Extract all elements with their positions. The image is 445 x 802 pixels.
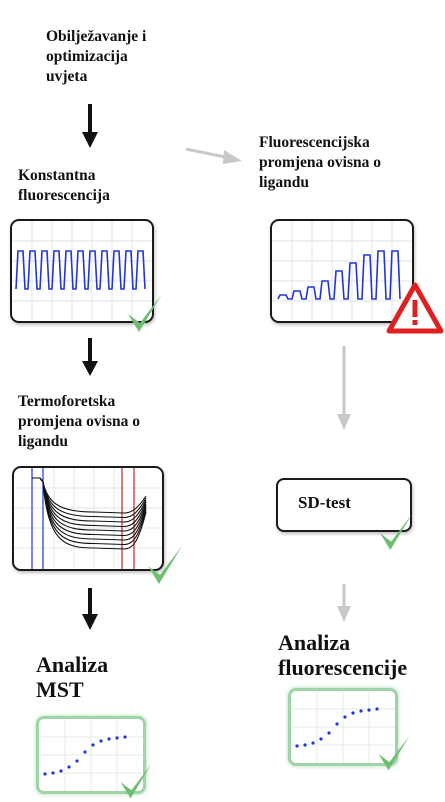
sd-test-label: SD-test [298, 493, 351, 512]
checkmark-icon [379, 514, 413, 551]
checkmark-icon [378, 735, 410, 771]
step-ligand-fluorescence-change-label: Fluorescencijska promjena ovisna o ligan… [259, 134, 382, 191]
fluorescence-binding-curve [291, 691, 395, 763]
sd-test-box: SD-test [276, 478, 412, 532]
constant-fluorescence-panel [10, 219, 154, 323]
ligand-fluorescence-trace [272, 221, 412, 321]
mst-analysis-panel [36, 716, 146, 794]
warning-triangle-icon [386, 282, 444, 334]
fluorescence-analysis-panel [288, 688, 398, 766]
checkmark-icon [148, 546, 182, 584]
mst-analysis-title: Analiza MST [36, 652, 109, 702]
constant-fluorescence-trace [12, 221, 152, 321]
down-arrow-icon [82, 588, 98, 630]
checkmark-icon [120, 763, 152, 799]
step-constant-fluorescence-label: Konstantna fluorescencija [18, 167, 110, 204]
mst-binding-curve [39, 719, 143, 791]
fluorescence-analysis-title: Analiza fluorescencije [278, 630, 408, 680]
down-arrow-icon [337, 346, 351, 430]
down-arrow-icon [82, 104, 98, 148]
checkmark-icon [128, 294, 162, 332]
thermophoresis-panel [12, 466, 164, 571]
down-arrow-icon [337, 584, 351, 622]
step-thermophoretic-change-label: Termoforetska promjena ovisna o ligandu [18, 393, 141, 450]
ligand-fluorescence-panel [270, 219, 414, 323]
right-arrow-icon [185, 147, 242, 164]
step-labeling-label: Obilježavanje i optimizacija uvjeta [46, 28, 147, 85]
down-arrow-icon [82, 338, 98, 376]
thermophoresis-traces [14, 468, 162, 569]
